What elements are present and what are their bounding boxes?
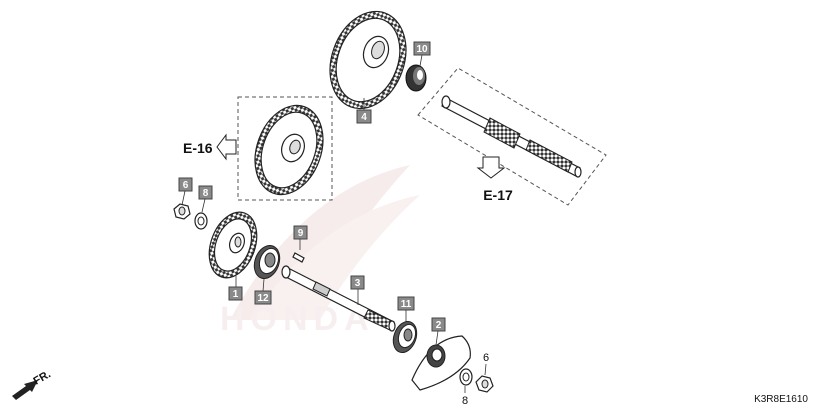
washer-lower bbox=[459, 368, 473, 386]
callout-8-lower-label: 8 bbox=[462, 395, 468, 407]
callout-10: 10 bbox=[413, 41, 431, 56]
callout-9: 9 bbox=[293, 225, 308, 240]
ref-e16: E-16 bbox=[183, 133, 237, 161]
ref-e16-label: E-16 bbox=[183, 140, 213, 156]
flange-nut-lower bbox=[475, 375, 494, 393]
callout-11-label: 11 bbox=[401, 299, 412, 310]
front-label: FR. bbox=[32, 368, 53, 387]
callout-3: 3 bbox=[350, 275, 365, 290]
front-direction-indicator: FR. bbox=[12, 368, 53, 400]
diagram-code: K3R8E1610 bbox=[754, 394, 808, 405]
honda-wing-watermark: HONDA bbox=[220, 165, 420, 338]
callout-4-label: 4 bbox=[361, 112, 367, 123]
ref-e17-label: E-17 bbox=[483, 187, 513, 203]
callout-10-label: 10 bbox=[416, 44, 428, 55]
callout-12-label: 12 bbox=[257, 293, 269, 304]
countershaft bbox=[441, 95, 582, 178]
gear-4 bbox=[329, 10, 407, 110]
callout-2: 2 bbox=[431, 317, 446, 332]
callout-6-upper: 6 bbox=[178, 177, 193, 192]
washer-upper bbox=[194, 212, 208, 230]
shaft-3 bbox=[281, 265, 396, 332]
flange-nut-upper bbox=[173, 203, 191, 220]
bearing-plate-2 bbox=[411, 335, 471, 391]
reference-gear bbox=[254, 104, 324, 196]
callout-1: 1 bbox=[228, 286, 243, 301]
gear-1 bbox=[208, 211, 258, 279]
callout-1-label: 1 bbox=[233, 289, 239, 300]
callout-3-label: 3 bbox=[355, 278, 361, 289]
callout-11: 11 bbox=[397, 296, 415, 311]
bearing-12 bbox=[253, 245, 281, 279]
dowel-pin-9 bbox=[292, 252, 305, 263]
callout-8-upper: 8 bbox=[198, 185, 213, 200]
ref-e17: E-17 bbox=[476, 156, 513, 203]
callout-12: 12 bbox=[254, 290, 272, 305]
callout-9-label: 9 bbox=[298, 228, 304, 239]
callout-6-upper-label: 6 bbox=[183, 180, 189, 191]
callout-6-lower-label: 6 bbox=[483, 352, 489, 364]
needle-bearing-10 bbox=[405, 64, 427, 92]
callout-8-upper-label: 8 bbox=[203, 188, 209, 199]
countershaft-reference-box bbox=[417, 67, 607, 206]
callout-4: 4 bbox=[356, 109, 372, 124]
callout-2-label: 2 bbox=[436, 320, 442, 331]
bearing-11 bbox=[392, 321, 418, 353]
